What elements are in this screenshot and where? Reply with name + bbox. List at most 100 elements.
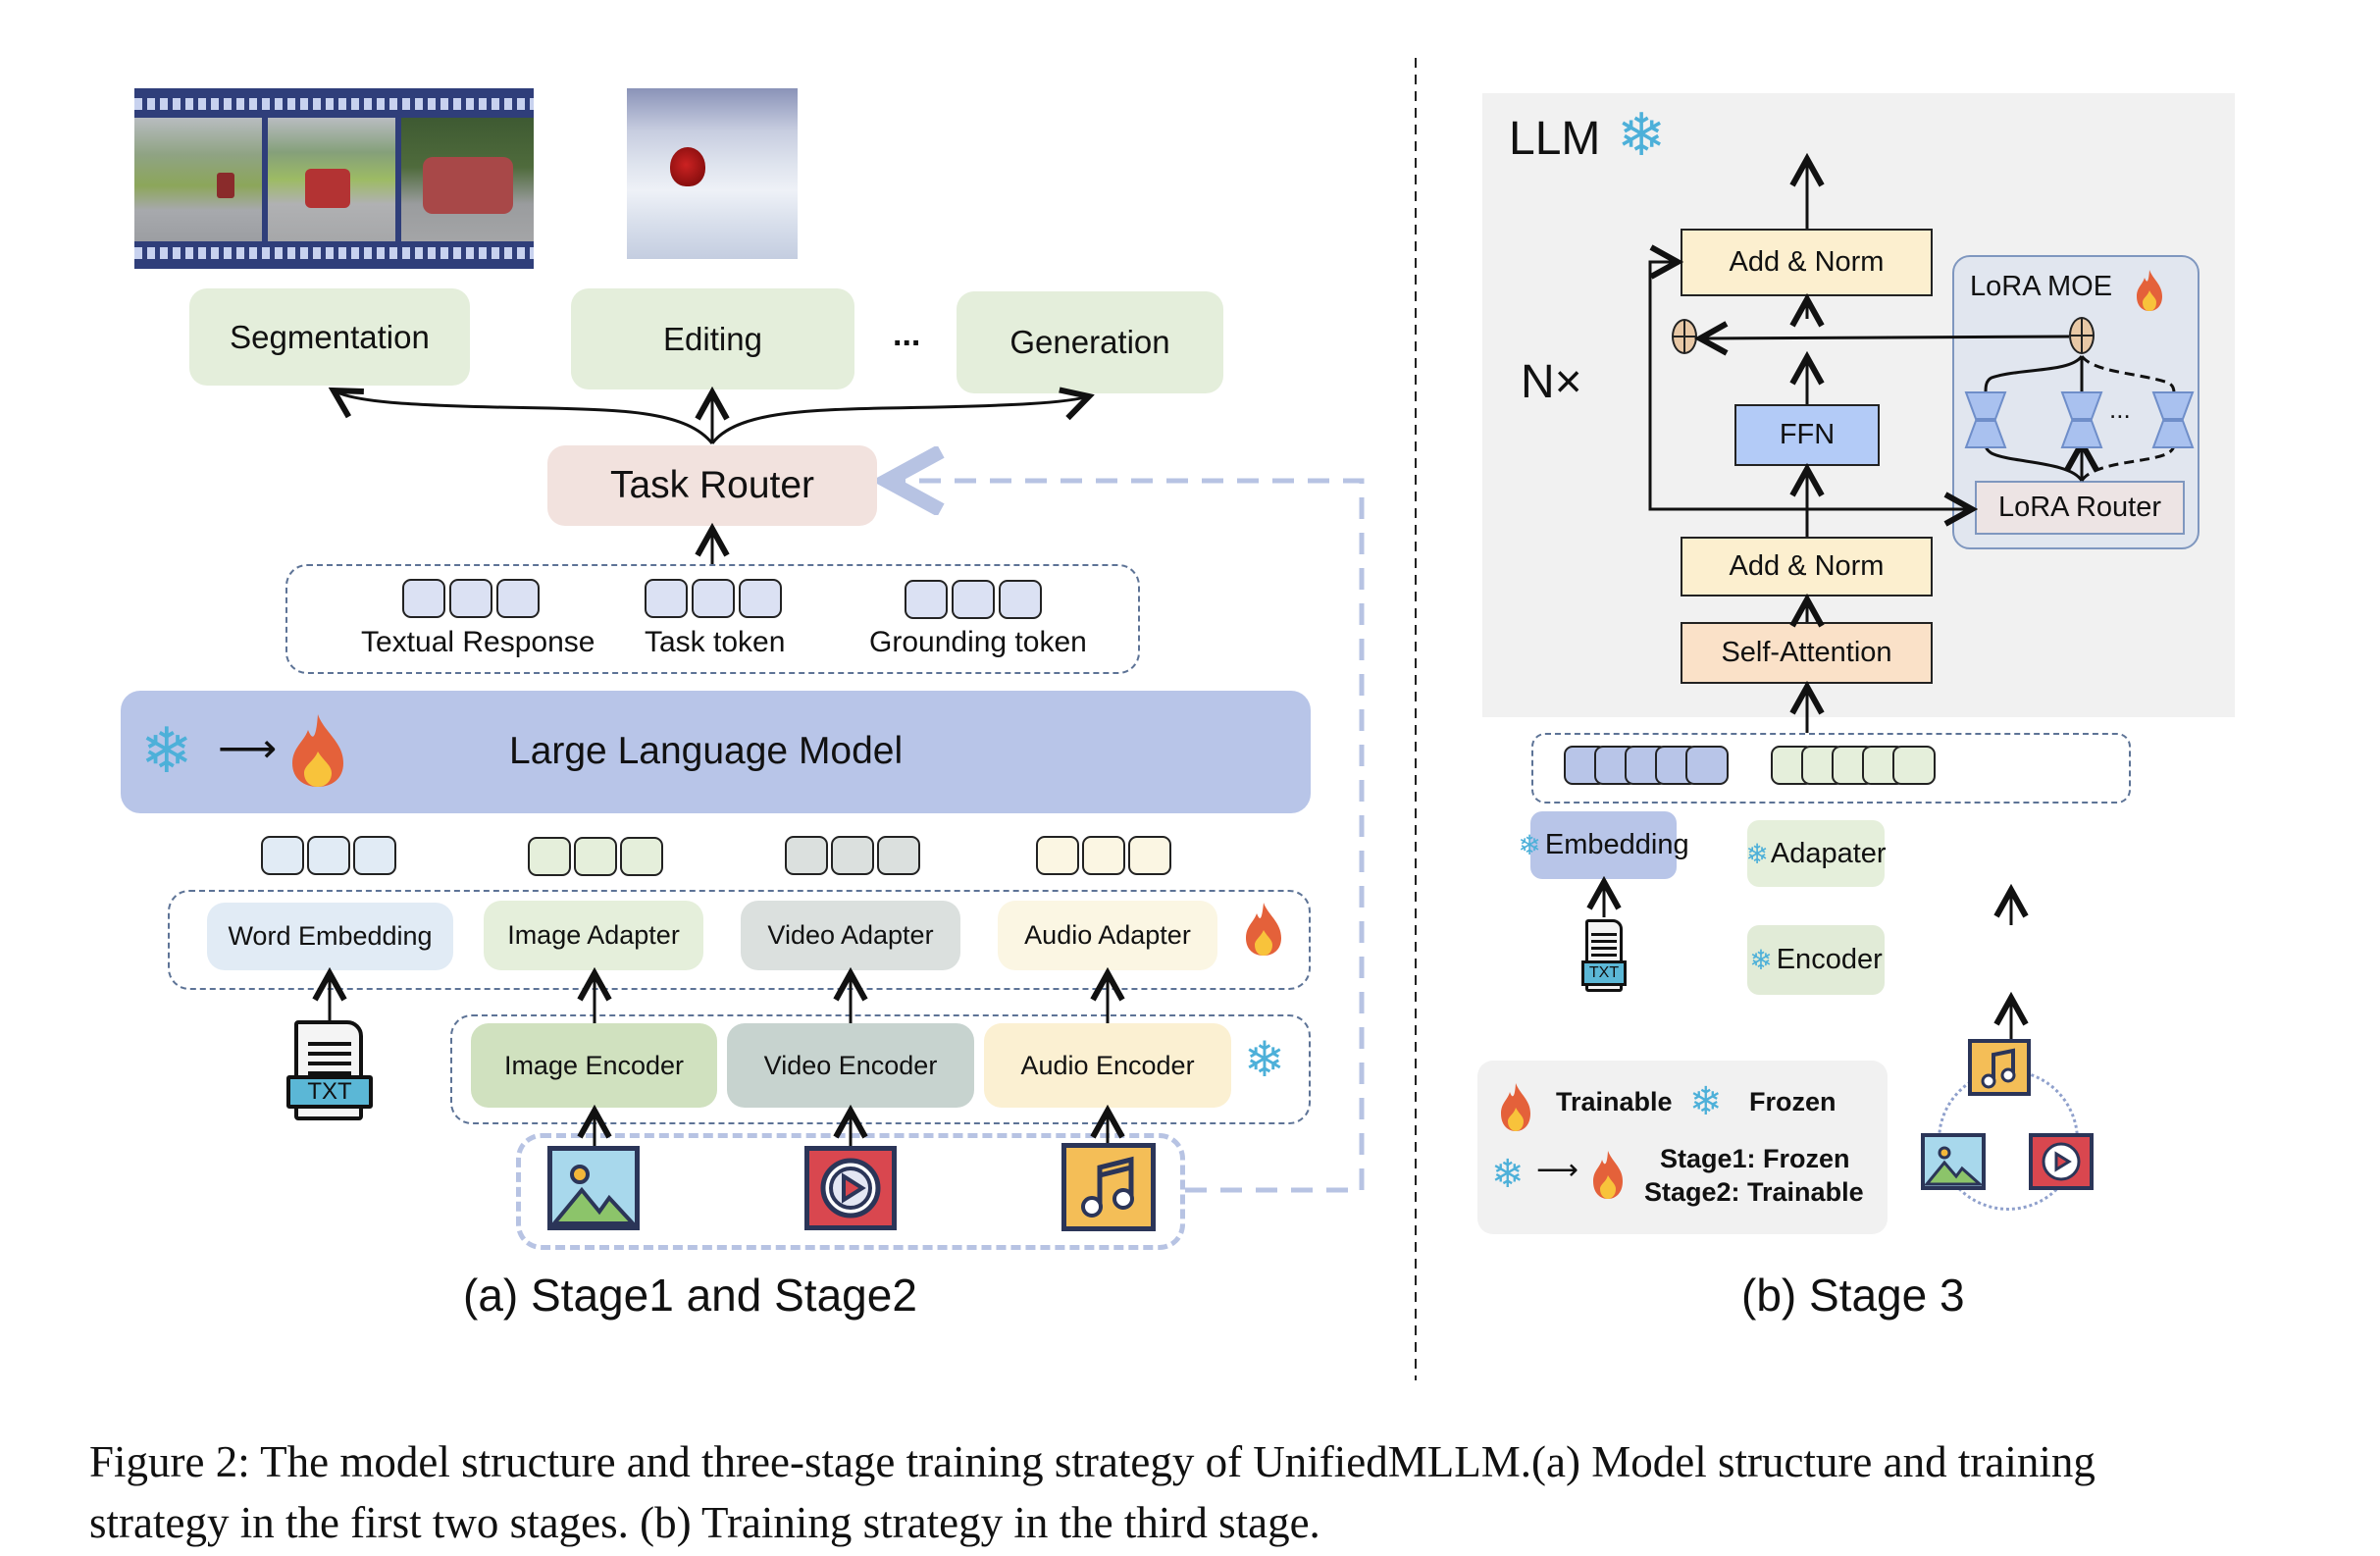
- token: [1685, 746, 1729, 785]
- repeat-n-label: N×: [1521, 356, 1582, 408]
- generation-box: Generation: [957, 291, 1223, 393]
- stage3-encoder-box: ❄Encoder: [1747, 925, 1885, 995]
- image-encoder-label: Image Encoder: [503, 1050, 685, 1080]
- legend-stage1-label: Stage1: Frozen: [1660, 1144, 1850, 1173]
- snowflake-icon: ❄: [1244, 1032, 1285, 1087]
- token: [1036, 836, 1079, 875]
- snowflake-icon: ❄: [1689, 1080, 1723, 1123]
- legend-trainable-label: Trainable: [1556, 1087, 1673, 1116]
- stage3-embedding-box: ❄Embedding: [1518, 811, 1689, 879]
- snowflake-icon: ❄: [1745, 838, 1769, 869]
- token: [905, 580, 948, 619]
- stage3-subcaption: (b) Stage 3: [1741, 1270, 1965, 1321]
- ffn-label: FFN: [1779, 419, 1836, 450]
- video-encoder-box: Video Encoder: [727, 1023, 974, 1108]
- token: [402, 579, 445, 618]
- soundwave-icon: [1012, 114, 1146, 249]
- arrow-right-icon: ⟶: [218, 725, 278, 771]
- token: [496, 579, 540, 618]
- token: [831, 836, 874, 875]
- add-norm-top-box: Add & Norm: [1681, 229, 1933, 296]
- audio-encoder-label: Audio Encoder: [1020, 1050, 1195, 1080]
- lora-experts-ellipsis: ...: [2109, 394, 2131, 424]
- segmentation-box: Segmentation: [189, 288, 470, 386]
- lora-moe-panel: [1778, 255, 1780, 257]
- token: [353, 836, 396, 875]
- snowflake-icon: ❄: [1518, 830, 1541, 860]
- llm-label: Large Language Model: [509, 730, 904, 772]
- add-norm-bottom-label: Add & Norm: [1729, 550, 1885, 582]
- legend-box: [1477, 1061, 1888, 1234]
- textual-response-label: Textual Response: [361, 626, 595, 658]
- fire-icon: [2135, 269, 2164, 312]
- fire-icon: [1499, 1082, 1532, 1133]
- arrow-right-icon: ⟶: [1536, 1154, 1579, 1186]
- token: [528, 837, 571, 876]
- token: [1892, 746, 1936, 785]
- editing-label: Editing: [663, 320, 762, 357]
- generation-example-soundwave: [1011, 113, 1178, 250]
- segmentation-example-filmstrip: [134, 88, 534, 269]
- token: [1128, 836, 1171, 875]
- token: [620, 837, 663, 876]
- video-adapter-box: Video Adapter: [741, 901, 960, 970]
- figure-caption-line1: Figure 2: The model structure and three-…: [89, 1437, 2095, 1486]
- token: [785, 836, 828, 875]
- word-embedding-label: Word Embedding: [228, 921, 433, 951]
- add-norm-top-label: Add & Norm: [1729, 246, 1885, 278]
- fire-icon: [286, 712, 349, 789]
- txt-file-icon: TXT: [286, 1014, 375, 1124]
- video-icon: [2029, 1133, 2094, 1190]
- image-adapter-box: Image Adapter: [484, 901, 703, 970]
- task-router-label: Task Router: [609, 464, 815, 506]
- fire-icon: [1244, 901, 1283, 958]
- stage3-encoder-label: Encoder: [1776, 944, 1883, 975]
- router-to-segmentation-arrow: [334, 390, 714, 444]
- txt-file-icon: TXT: [1581, 917, 1627, 996]
- stage3-llm-title: LLM: [1509, 113, 1601, 165]
- self-attention-label: Self-Attention: [1721, 637, 1892, 668]
- token: [449, 579, 492, 618]
- lora-sum-icon: [2069, 317, 2095, 354]
- token: [645, 579, 688, 618]
- stage3-embedding-label: Embedding: [1544, 829, 1689, 860]
- token: [1082, 836, 1125, 875]
- film-frame-1: [134, 118, 262, 241]
- audio-adapter-box: Audio Adapter: [998, 901, 1217, 970]
- stage3-adapter-label: Adapater: [1770, 837, 1887, 869]
- audio-adapter-label: Audio Adapter: [1024, 920, 1191, 950]
- token: [999, 580, 1042, 619]
- snowflake-icon: ❄: [1749, 945, 1773, 975]
- txt-label: TXT: [1581, 960, 1627, 986]
- self-attention-box: Self-Attention: [1681, 622, 1933, 684]
- audio-encoder-box: Audio Encoder: [984, 1023, 1231, 1108]
- token: [261, 836, 304, 875]
- audio-icon: [1061, 1143, 1156, 1231]
- stage12-subcaption: (a) Stage1 and Stage2: [463, 1270, 917, 1321]
- residual-add-icon: [1672, 319, 1697, 354]
- router-to-generation-arrow: [710, 396, 1089, 444]
- snowflake-icon: ❄: [1491, 1153, 1525, 1196]
- rose-icon: [670, 147, 705, 186]
- image-encoder-box: Image Encoder: [471, 1023, 717, 1108]
- generation-label: Generation: [1009, 324, 1170, 360]
- image-icon: [1921, 1133, 1986, 1190]
- add-norm-bottom-box: Add & Norm: [1681, 537, 1933, 596]
- lora-router-box: LoRA Router: [1975, 481, 2185, 535]
- figure-caption-line2: strategy in the first two stages. (b) Tr…: [89, 1498, 1320, 1547]
- token: [952, 580, 995, 619]
- task-token-label: Task token: [645, 626, 786, 658]
- editing-box: Editing: [571, 288, 854, 389]
- film-perforations-bottom: [134, 247, 534, 259]
- stage3-token-group: [1531, 733, 2131, 804]
- lora-moe-label: LoRA MOE: [1970, 271, 2113, 302]
- grounding-token-label: Grounding token: [869, 626, 1087, 658]
- ffn-box: FFN: [1734, 404, 1880, 466]
- stage3-adapter-box: ❄Adapater: [1745, 820, 1887, 887]
- film-perforations-top: [134, 98, 534, 110]
- video-adapter-label: Video Adapter: [767, 920, 934, 950]
- segmentation-label: Segmentation: [230, 318, 430, 355]
- word-embedding-box: Word Embedding: [207, 903, 453, 970]
- more-tasks-ellipsis: ...: [893, 316, 921, 353]
- task-router-box: Task Router: [547, 445, 877, 526]
